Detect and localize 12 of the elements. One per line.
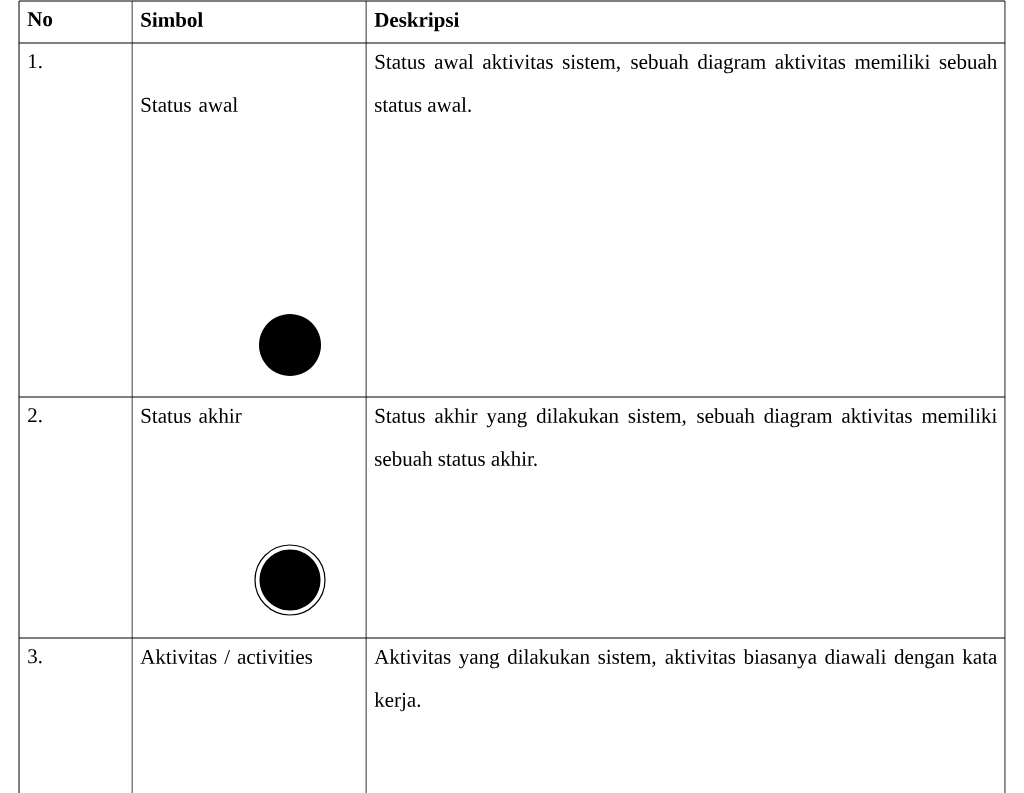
table-cell: Status akhir yang dilakukan sistem, sebuah diagram aktivitas memiliki sebuah status akhir. xyxy=(375,408,997,467)
table-cell: Status awal xyxy=(141,97,238,112)
table-cell: 2. xyxy=(28,408,42,423)
table-cell: Simbol xyxy=(141,12,203,27)
table-cell: No xyxy=(27,12,53,27)
table-cell: Aktivitas / activities xyxy=(140,649,313,664)
table-cell: Aktivitas yang dilakukan sistem, aktivitas biasanya diawali dengan kata kerja. xyxy=(374,649,997,712)
table-cell: 1. xyxy=(29,54,42,69)
table-cell: Deskripsi xyxy=(374,12,460,32)
table-cell: 3. xyxy=(28,649,42,664)
table-cell: Status akhir xyxy=(141,408,242,423)
table-cell: Status awal aktivitas sistem, sebuah diagram aktivitas memiliki sebuah status awal. xyxy=(375,54,997,113)
